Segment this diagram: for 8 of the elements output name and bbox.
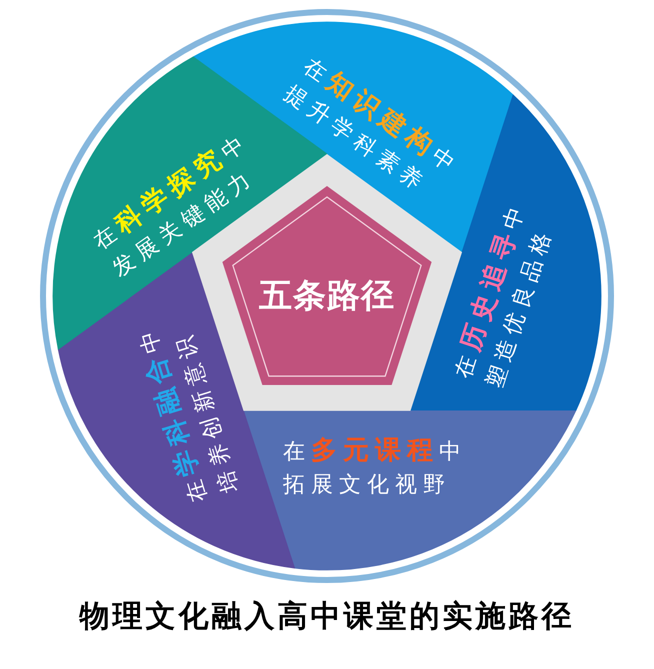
segment-text: 在科学探究中发展关键能力 bbox=[88, 128, 260, 282]
segment-text: 在历史追寻中塑造优良品格 bbox=[450, 197, 559, 393]
segment-text: 在知识建构中提升学科素养 bbox=[278, 53, 465, 200]
segment-text: 在学科融合中培养创新意识 bbox=[133, 320, 245, 507]
sector-panel bbox=[243, 410, 576, 570]
segment-text: 在多元课程中拓展文化视野 bbox=[283, 434, 468, 500]
center-title: 五条路径 bbox=[259, 274, 395, 316]
caption: 物理文化融入高中课堂的实施路径 bbox=[80, 598, 574, 636]
